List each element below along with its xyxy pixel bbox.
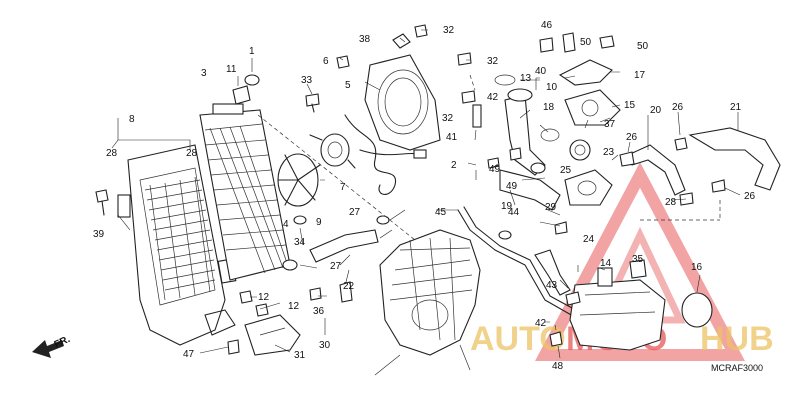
part-label: 41 (446, 132, 458, 143)
part-label: 32 (442, 113, 454, 124)
part-label: 6 (323, 56, 329, 67)
part-label: 45 (435, 207, 447, 218)
part-label: 27 (349, 207, 361, 218)
part-label: 5 (345, 80, 351, 91)
watermark-text-hub: HUB (700, 320, 774, 358)
part-label: 36 (313, 306, 325, 317)
part-label: 28 (665, 197, 677, 208)
part-label: 32 (443, 25, 455, 36)
part-label: 19 (501, 201, 513, 212)
part-label: 7 (340, 182, 346, 193)
part-label: 40 (535, 66, 547, 77)
part-label: 25 (560, 165, 572, 176)
watermark-text-auto: AUTO (470, 320, 566, 358)
part-label: 8 (129, 114, 135, 125)
part-label: 23 (603, 147, 615, 158)
fan-shroud (364, 54, 441, 151)
part-label: 42 (535, 318, 547, 329)
part-label: 18 (543, 102, 555, 113)
part-label: 13 (520, 73, 532, 84)
part-label: 48 (552, 361, 564, 372)
leader-lines (111, 29, 741, 359)
part-label: 50 (580, 37, 592, 48)
part-label: 9 (316, 217, 322, 228)
part-label: 28 (186, 148, 198, 159)
dashed-guides (257, 74, 721, 241)
part-label: 49 (506, 181, 518, 192)
front-marker-text: FR. (53, 334, 72, 351)
part-label: 16 (691, 262, 703, 273)
diagram-code: MCRAF3000 (711, 363, 763, 373)
part-label: 39 (93, 229, 105, 240)
part-label: 14 (600, 258, 612, 269)
hoses (309, 127, 781, 321)
hardware-bolts (95, 24, 726, 356)
part-label: 20 (650, 105, 662, 116)
part-label: 32 (487, 56, 499, 67)
part-label: 26 (626, 132, 638, 143)
part-label: 34 (294, 237, 306, 248)
part-label: 50 (637, 41, 649, 52)
part-label: 4 (283, 219, 289, 230)
part-label: 30 (319, 340, 331, 351)
part-label: 26 (672, 102, 684, 113)
part-label: 21 (730, 102, 742, 113)
part-label: 15 (624, 100, 636, 111)
part-label: 28 (106, 148, 118, 159)
engine (374, 229, 481, 376)
part-label: 11 (226, 64, 237, 75)
fan-assembly (277, 133, 356, 207)
part-label: 26 (744, 191, 756, 202)
part-label: 44 (508, 207, 520, 218)
reservoir-tank (569, 267, 666, 351)
part-label: 1 (249, 46, 255, 57)
radiator-shroud (117, 144, 237, 346)
part-label: 38 (359, 34, 371, 45)
part-label: 24 (583, 234, 595, 245)
part-labels: 1 2 3 4 5 6 7 8 9 10 11 12 12 13 14 15 1… (93, 20, 756, 372)
part-label: 42 (487, 92, 499, 103)
part-label: 3 (201, 68, 207, 79)
part-label: 46 (541, 20, 553, 31)
part-label: 47 (183, 349, 195, 360)
fan-motor-wiring (344, 114, 427, 195)
part-label: 37 (604, 119, 616, 130)
part-label: 49 (489, 164, 501, 175)
part-label: 17 (634, 70, 646, 81)
part-label: 33 (301, 75, 313, 86)
front-direction-marker: FR. (32, 334, 72, 358)
part-label: 10 (546, 82, 558, 93)
part-label: 22 (343, 281, 355, 292)
part-label: 12 (288, 301, 300, 312)
part-label: 31 (294, 350, 306, 361)
part-label: 29 (545, 202, 557, 213)
part-label: 2 (451, 160, 457, 171)
part-label: 43 (546, 280, 558, 291)
part-label: 27 (330, 261, 342, 272)
part-label: 12 (258, 292, 270, 303)
part-label: 35 (632, 254, 644, 265)
